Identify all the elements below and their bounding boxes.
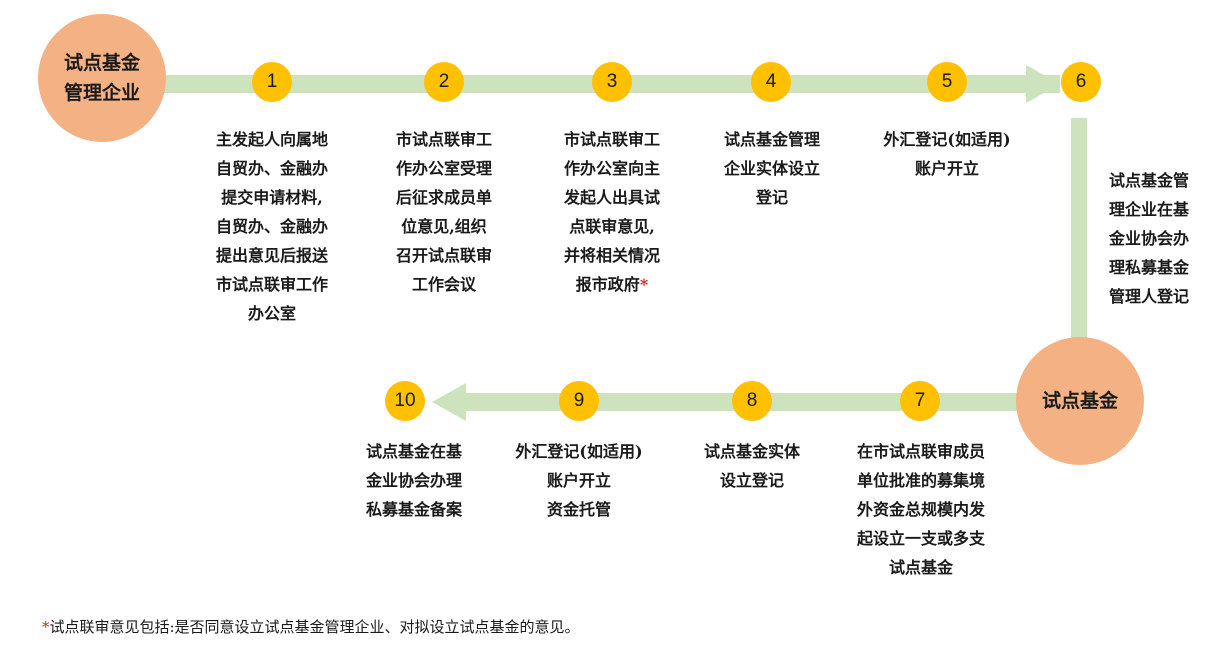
step-9-description: 外汇登记(如适用) 账户开立 资金托管 [515,442,643,519]
step-2-circle: 2 [424,62,464,102]
start-node-management-enterprise: 试点基金 管理企业 [38,14,166,142]
step-1-description: 主发起人向属地 自贸办、金融办 提交申请材料, 自贸办、金融办 提出意见后报送 … [215,130,328,323]
step-3-text: 市试点联审工 作办公室向主 发起人出具试 点联审意见, 并将相关情况 报市政府 [563,130,660,294]
step-2-description: 市试点联审工 作办公室受理 后征求成员单 位意见,组织 召开试点联审 工作会议 [395,130,492,294]
step-5-description: 外汇登记(如适用) 账户开立 [883,130,1011,178]
step-9-circle: 9 [559,381,599,421]
step-8-circle: 8 [732,381,772,421]
step-6-circle: 6 [1061,62,1101,102]
step-10-description: 试点基金在基 金业协会办理 私募基金备案 [365,442,462,519]
bottom-flow-arrowhead [432,383,466,421]
footnote-asterisk: * [42,618,50,636]
footnote: *试点联审意见包括:是否同意设立试点基金管理企业、对拟设立试点基金的意见。 [42,616,580,638]
step-8-description: 试点基金实体 设立登记 [703,442,800,490]
step-3-circle: 3 [592,62,632,102]
step-4-description: 试点基金管理 企业实体设立 登记 [723,130,820,207]
step-6-description: 试点基金管 理企业在基 金业协会办 理私募基金 管理人登记 [1108,171,1189,306]
footnote-text: 试点联审意见包括:是否同意设立试点基金管理企业、对拟设立试点基金的意见。 [49,618,580,636]
fund-node: 试点基金 [1016,337,1144,465]
step-3-asterisk: * [639,275,649,294]
step-1-circle: 1 [252,62,292,102]
step-5-circle: 5 [927,62,967,102]
vertical-connector [1071,118,1087,338]
step-7-circle: 7 [900,381,940,421]
step-10-circle: 10 [385,381,425,421]
step-3-description: 市试点联审工 作办公室向主 发起人出具试 点联审意见, 并将相关情况 报市政府* [532,125,692,299]
step-4-circle: 4 [751,62,791,102]
step-7-description: 在市试点联审成员 单位批准的募集境 外资金总规模内发 起设立一支或多支 试点基金 [856,442,985,577]
top-flow-arrowhead [1026,65,1060,103]
